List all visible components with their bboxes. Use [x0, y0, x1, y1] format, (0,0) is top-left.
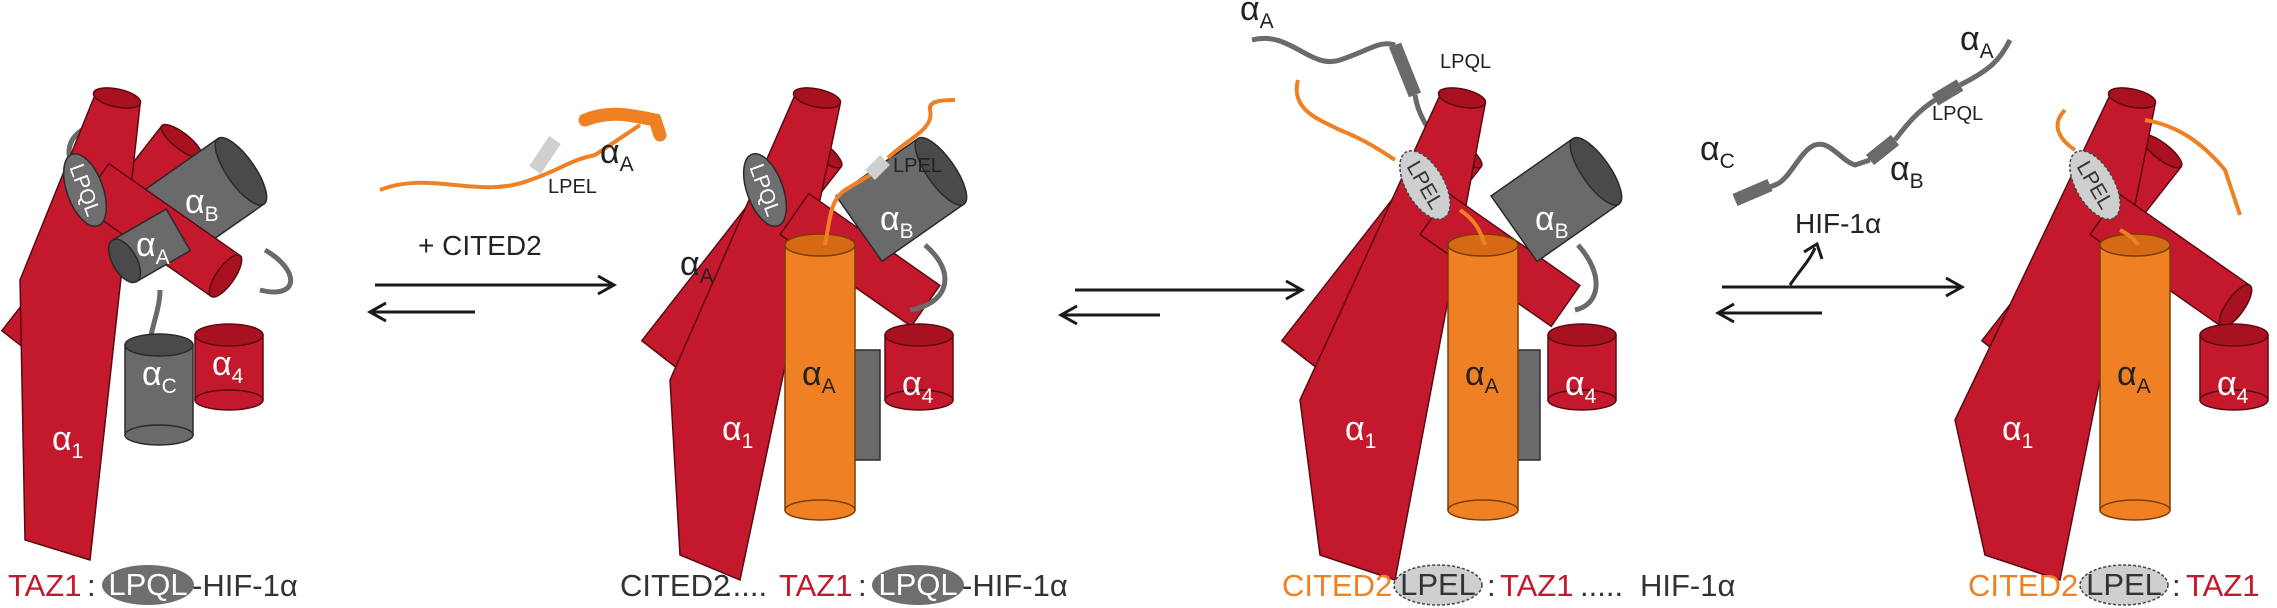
- hif-loop: [259, 247, 294, 295]
- caption-colon: :: [2172, 568, 2181, 603]
- caption-state-1: TAZ1 : LPQL -HIF-1α: [8, 565, 298, 605]
- caption-colon: :: [87, 568, 96, 603]
- lpel-label: LPEL: [893, 155, 942, 177]
- caption-hif: HIF-1α: [1640, 568, 1736, 603]
- taz1-helix-a4: [1547, 323, 1617, 411]
- label-cited2-alpha-a: αA: [600, 133, 634, 176]
- cited2-chain: [1458, 208, 1487, 246]
- arrow-release-hif: αC αB αA LPQL HIF-1α: [1700, 20, 2013, 324]
- label-released-alpha-a: αA: [1960, 20, 1994, 63]
- label-released-alpha-b: αB: [1890, 150, 1924, 193]
- caption-state-4: CITED2- LPEL : TAZ1: [1968, 564, 2260, 606]
- released-hif-chain: [1958, 38, 2013, 88]
- label-cited2-alpha-a: αA: [2117, 355, 2151, 398]
- caption-hif: -HIF-1α: [962, 568, 1068, 603]
- cited2-chain: [2119, 228, 2140, 247]
- label-cited2-alpha-a: αA: [802, 355, 836, 398]
- release-curved-arrow: [1788, 247, 1817, 286]
- lpql-motif: LPQL: [742, 153, 788, 227]
- hif-loop: [1574, 243, 1599, 313]
- caption-lpel-oval: [1393, 564, 1483, 606]
- state-3-cited2-lpel-complex: αA LPQL: [1240, 0, 1623, 581]
- label-alpha-4: α4: [212, 345, 244, 388]
- label-alpha-a: αA: [136, 226, 170, 269]
- taz1-helix-a4: [2199, 323, 2269, 411]
- label-alpha-b: αB: [880, 200, 914, 243]
- caption-lpel: LPEL: [2086, 567, 2162, 602]
- label-alpha-1: α1: [52, 420, 83, 463]
- label-hif-alpha-a: αA: [680, 245, 714, 288]
- label-alpha-1: α1: [2002, 410, 2033, 453]
- label-hif-alpha-a: αA: [1240, 0, 1274, 33]
- arrow-equilibrium-2: [1057, 279, 1306, 326]
- label-alpha-b: αB: [185, 183, 219, 226]
- hif-chain: [1251, 35, 1396, 65]
- caption-taz1: TAZ1: [779, 568, 853, 603]
- label-alpha-4: α4: [1565, 365, 1597, 408]
- lpel-segment: [529, 136, 561, 174]
- released-hif-chain: [1893, 97, 1937, 142]
- caption-lpel-oval: [2079, 564, 2169, 606]
- caption-colon: :: [1487, 568, 1496, 603]
- caption-cited2: CITED2-: [1282, 568, 1403, 603]
- caption-taz1: TAZ1: [1500, 568, 1574, 603]
- lpql-segment: [1388, 42, 1422, 98]
- released-hif-helix-c: [1732, 179, 1773, 206]
- label-alpha-1: α1: [722, 410, 753, 453]
- cited2-chain: [1294, 79, 1397, 162]
- released-lpql-segment: [1931, 79, 1964, 106]
- lpel-segment: [865, 155, 890, 180]
- caption-lpql: LPQL: [108, 567, 187, 602]
- released-hif-chain: [1749, 141, 1871, 198]
- released-lpql-label: LPQL: [1932, 103, 1983, 125]
- caption-dots: .....: [1580, 568, 1623, 603]
- caption-lpql-oval: [102, 565, 194, 605]
- caption-cited2: CITED2-: [1968, 568, 2089, 603]
- label-released-alpha-c: αC: [1700, 130, 1735, 173]
- cited2-helix-aa: [784, 233, 856, 521]
- arrow-add-cited2: αA LPEL + CITED2: [366, 107, 667, 323]
- caption-lpel: LPEL: [1400, 567, 1476, 602]
- caption-state-3: CITED2- LPEL : TAZ1 ..... HIF-1α: [1282, 564, 1736, 606]
- taz1-helix-a4: [884, 323, 954, 411]
- cited2-chain: [379, 123, 642, 192]
- caption-cited2: CITED2: [620, 568, 730, 603]
- caption-taz1: TAZ1: [8, 568, 82, 603]
- lpql-label: LPQL: [1440, 51, 1491, 73]
- state-2-ternary-complex: LPQL LPEL αB αA αA α4 α1: [640, 87, 968, 582]
- released-hif-helix-b: [1865, 134, 1900, 166]
- taz1-helix-a4: [194, 323, 264, 411]
- lpel-label: LPEL: [548, 176, 597, 198]
- label-alpha-c: αC: [142, 355, 177, 398]
- state-4-cited2-taz1-complex: LPEL αA α4 α1: [1954, 87, 2269, 581]
- caption-lpql-oval: [872, 565, 964, 605]
- cited2-helix-aa: [2099, 233, 2171, 521]
- hif-helix-aa: [107, 208, 192, 284]
- label-alpha-1: α1: [1345, 410, 1376, 453]
- label-alpha-4: α4: [2217, 365, 2249, 408]
- caption-dots: .....: [724, 568, 767, 603]
- hif-helix-ab: [1490, 136, 1623, 263]
- cited2-helix-a: [578, 107, 667, 142]
- caption-state-2: CITED2 ..... TAZ1 : LPQL -HIF-1α: [620, 565, 1068, 605]
- label-cited2-alpha-a: αA: [1465, 355, 1499, 398]
- caption-hif: -HIF-1α: [192, 568, 298, 603]
- cited2-chain: [2144, 118, 2242, 216]
- caption-taz1: TAZ1: [2186, 568, 2260, 603]
- label-alpha-b: αB: [1535, 200, 1569, 243]
- add-cited2-label: + CITED2: [418, 230, 542, 261]
- caption-colon: :: [858, 568, 867, 603]
- state-1-taz1-hif-complex: LPQL αB αA αC α4 α1: [0, 87, 294, 561]
- hif-helix-ac: [124, 333, 194, 446]
- cited2-chain: [2055, 108, 2077, 152]
- hif-loop: [909, 243, 948, 313]
- label-alpha-4: α4: [902, 365, 934, 408]
- release-hif-label: HIF-1α: [1795, 208, 1881, 239]
- cited2-chain: [823, 173, 872, 246]
- caption-lpql: LPQL: [878, 567, 957, 602]
- cited2-chain: [886, 98, 956, 160]
